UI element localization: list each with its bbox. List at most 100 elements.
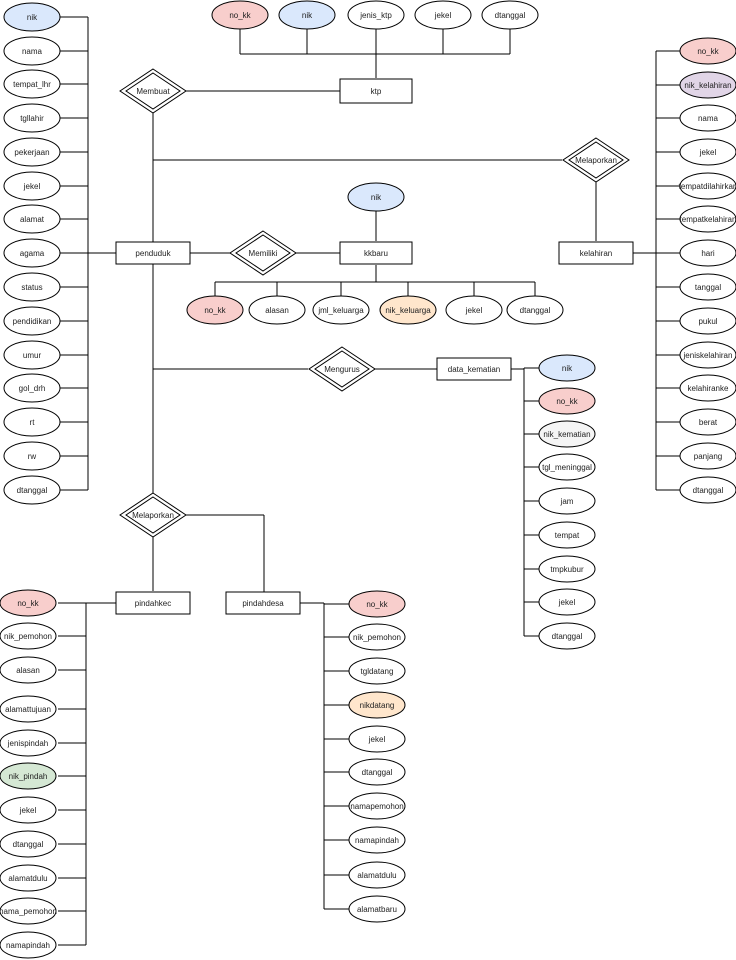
attribute-pindahdesa-namapindah[interactable]: namapindah (348, 826, 406, 854)
node-label: dtanggal (693, 486, 724, 495)
attribute-pindahdesa-nikdatang[interactable]: nikdatang (348, 691, 406, 719)
attribute-penduduk-pekerjaan[interactable]: pekerjaan (3, 137, 61, 167)
attribute-penduduk-pendidikan[interactable]: pendidikan (3, 306, 61, 336)
attribute-kkbaru-top-nik[interactable]: nik (347, 182, 405, 212)
attribute-pindahdesa-dtanggal[interactable]: dtanggal (348, 758, 406, 786)
entity-kkbaru[interactable]: kkbaru (339, 241, 413, 265)
attribute-penduduk-alamat[interactable]: alamat (3, 204, 61, 234)
entity-penduduk[interactable]: penduduk (115, 241, 191, 265)
attribute-data-kematian-tgl-meninggal[interactable]: tgl_meninggal (538, 453, 596, 481)
node-label: dtanggal (13, 840, 44, 849)
attribute-pindahkec-dtanggal[interactable]: dtanggal (0, 830, 57, 858)
node-label: gol_drh (19, 384, 46, 393)
attribute-kelahiran-berat[interactable]: berat (679, 408, 736, 436)
attribute-data-kematian-no-kk[interactable]: no_kk (538, 387, 596, 415)
relationship-melaporkan-pindah[interactable]: Melaporkan (119, 492, 187, 538)
attribute-data-kematian-tempat[interactable]: tempat (538, 521, 596, 549)
attribute-kelahiran-nama[interactable]: nama (679, 104, 736, 132)
attribute-penduduk-rt[interactable]: rt (3, 407, 61, 437)
attribute-pindahdesa-namapemohon[interactable]: namapemohon (348, 792, 406, 820)
attribute-pindahkec-nik-pemohon[interactable]: nik_pemohon (0, 622, 57, 650)
attribute-pindahdesa-tgldatang[interactable]: tgldatang (348, 657, 406, 685)
attribute-data-kematian-nik-kematian[interactable]: nik_kematian (538, 420, 596, 448)
attribute-kelahiran-kelahiranke[interactable]: kelahiranke (679, 374, 736, 402)
attribute-penduduk-gol-drh[interactable]: gol_drh (3, 373, 61, 403)
node-label: jenis_ktp (359, 11, 392, 20)
attribute-ktp-jenis-ktp[interactable]: jenis_ktp (347, 0, 405, 30)
attribute-kkbaru-dtanggal[interactable]: dtanggal (506, 295, 564, 325)
node-label: tmpkubur (550, 565, 584, 574)
attribute-penduduk-tgllahir[interactable]: tgllahir (3, 103, 61, 133)
attribute-pindahkec-alamatdulu[interactable]: alamatdulu (0, 864, 57, 892)
entity-data-kematian[interactable]: data_kematian (436, 357, 512, 381)
attribute-ktp-jekel[interactable]: jekel (414, 0, 472, 30)
attribute-data-kematian-dtanggal[interactable]: dtanggal (538, 622, 596, 650)
attribute-pindahkec-nik-pindah[interactable]: nik_pindah (0, 762, 57, 790)
node-label: tgldatang (361, 667, 394, 676)
attribute-penduduk-nama[interactable]: nama (3, 36, 61, 66)
attribute-ktp-no-kk[interactable]: no_kk (211, 0, 269, 30)
relationship-memiliki[interactable]: Memiliki (229, 230, 297, 276)
attribute-pindahkec-alasan[interactable]: alasan (0, 656, 57, 684)
attribute-kelahiran-tempatkelahiran[interactable]: tempatkelahiran (679, 205, 736, 233)
attribute-penduduk-agama[interactable]: agama (3, 238, 61, 268)
attribute-pindahkec-alamattujuan[interactable]: alamattujuan (0, 695, 57, 723)
attribute-pindahdesa-jekel[interactable]: jekel (348, 725, 406, 753)
node-label: ktp (371, 87, 382, 96)
attribute-ktp-nik[interactable]: nik (278, 0, 336, 30)
attribute-pindahdesa-alamatdulu[interactable]: alamatdulu (348, 861, 406, 889)
attribute-kkbaru-no-kk[interactable]: no_kk (186, 295, 244, 325)
entity-kelahiran[interactable]: kelahiran (558, 241, 634, 265)
attribute-penduduk-nik[interactable]: nik (3, 2, 61, 32)
attribute-kelahiran-pukul[interactable]: pukul (679, 307, 736, 335)
entity-ktp[interactable]: ktp (339, 78, 413, 104)
attribute-data-kematian-jam[interactable]: jam (538, 487, 596, 515)
node-label: nama (698, 114, 719, 123)
attribute-kkbaru-jekel[interactable]: jekel (445, 295, 503, 325)
attribute-pindahkec-namapindah[interactable]: namapindah (0, 931, 57, 959)
attribute-kelahiran-dtanggal[interactable]: dtanggal (679, 476, 736, 504)
attribute-pindahdesa-no-kk[interactable]: no_kk (348, 590, 406, 618)
attribute-kelahiran-jekel[interactable]: jekel (679, 138, 736, 166)
attribute-kelahiran-tanggal[interactable]: tanggal (679, 273, 736, 301)
relationship-membuat[interactable]: Membuat (119, 68, 187, 114)
attribute-pindahdesa-nik-pemohon[interactable]: nik_pemohon (348, 623, 406, 651)
attribute-data-kematian-jekel[interactable]: jekel (538, 588, 596, 616)
attribute-kelahiran-no-kk[interactable]: no_kk (679, 37, 736, 65)
attribute-ktp-dtanggal[interactable]: dtanggal (481, 0, 539, 30)
node-label: pindahkec (135, 599, 171, 608)
attribute-pindahkec-jekel[interactable]: jekel (0, 796, 57, 824)
attribute-kelahiran-hari[interactable]: hari (679, 239, 736, 267)
attribute-kelahiran-jeniskelahiran[interactable]: jeniskelahiran (679, 341, 736, 369)
node-label: jekel (465, 306, 483, 315)
attribute-data-kematian-nik[interactable]: nik (538, 354, 596, 382)
relationship-melaporkan-kelahiran[interactable]: Melaporkan (562, 137, 630, 183)
entity-pindahdesa[interactable]: pindahdesa (225, 591, 301, 615)
relationship-mengurus[interactable]: Mengurus (308, 346, 376, 392)
attribute-kelahiran-nik-kelahiran[interactable]: nik_kelahiran (679, 71, 736, 99)
node-label: tanggal (695, 283, 721, 292)
attribute-pindahdesa-alamatbaru[interactable]: alamatbaru (348, 895, 406, 923)
attribute-kkbaru-jml-keluarga[interactable]: jml_keluarga (312, 295, 370, 325)
attribute-kelahiran-tempatdilahirkan[interactable]: tempatdilahirkan (679, 172, 736, 200)
attribute-penduduk-jekel[interactable]: jekel (3, 171, 61, 201)
node-label: kelahiranke (688, 384, 729, 393)
attribute-penduduk-tempat-lhr[interactable]: tempat_lhr (3, 69, 61, 99)
node-label: alamattujuan (5, 705, 51, 714)
attribute-pindahkec-jenispindah[interactable]: jenispindah (0, 729, 57, 757)
attribute-kelahiran-panjang[interactable]: panjang (679, 442, 736, 470)
attribute-pindahkec-no-kk[interactable]: no_kk (0, 589, 57, 617)
attribute-kkbaru-alasan[interactable]: alasan (248, 295, 306, 325)
attribute-penduduk-dtanggal[interactable]: dtanggal (3, 475, 61, 505)
attribute-kkbaru-nik-keluarga[interactable]: nik_keluarga (379, 295, 437, 325)
attribute-penduduk-status[interactable]: status (3, 272, 61, 302)
attribute-penduduk-umur[interactable]: umur (3, 340, 61, 370)
entity-pindahkec[interactable]: pindahkec (115, 591, 191, 615)
node-label: dtanggal (520, 306, 551, 315)
node-label: no_kk (366, 600, 388, 609)
node-label: umur (23, 351, 42, 360)
attribute-data-kematian-tmpkubur[interactable]: tmpkubur (538, 555, 596, 583)
attribute-penduduk-rw[interactable]: rw (3, 441, 61, 471)
attribute-pindahkec-nama-pemohon[interactable]: nama_pemohon (0, 897, 57, 925)
node-label: tgllahir (20, 114, 44, 123)
